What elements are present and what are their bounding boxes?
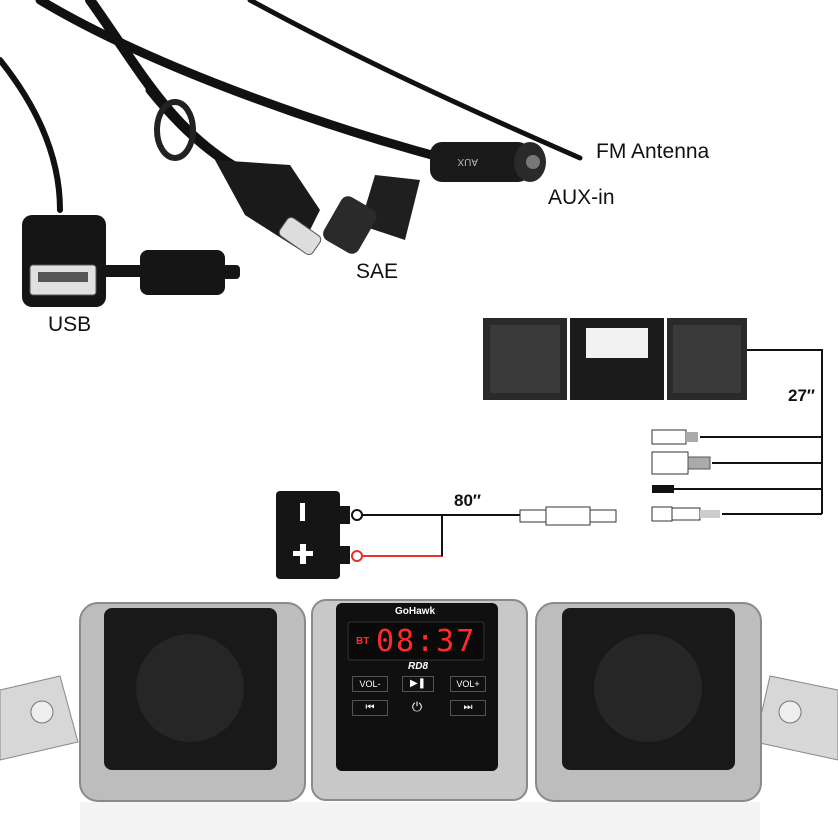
usb-cable (0, 57, 63, 213)
previous-track-button[interactable]: ⏮ (352, 700, 388, 716)
power-cable-length: 80″ (454, 491, 482, 510)
next-track-icon: ⏭ (463, 702, 473, 713)
clock-display: 08:37 (376, 624, 477, 659)
sae-label: SAE (356, 260, 399, 283)
aux-cable (35, 0, 455, 165)
sae-connector (215, 160, 420, 256)
usb-label: USB (48, 313, 92, 336)
svg-text:AUX: AUX (457, 156, 478, 167)
vol-up-button[interactable]: VOL+ (450, 676, 486, 692)
next-track-button[interactable]: ⏭ (450, 700, 486, 716)
cable-tie (154, 99, 196, 161)
fm-antenna-label: FM Antenna (596, 140, 710, 163)
aux-plug: AUX (430, 142, 546, 182)
vol-down-button[interactable]: VOL- (352, 676, 388, 692)
brand-logo: GoHawk (395, 606, 436, 617)
aux-in-label: AUX-in (548, 186, 615, 209)
usb-connector (22, 215, 240, 307)
model-label: RD8 (408, 661, 429, 672)
main-device (0, 599, 838, 840)
previous-track-icon: ⏮ (365, 702, 375, 713)
play-pause-icon: ▶❚ (409, 678, 427, 689)
speaker-cable-length: 27″ (788, 386, 816, 405)
play-pause-button[interactable]: ▶❚ (402, 676, 434, 692)
fm-antenna-cable (247, 0, 583, 161)
power-button[interactable]: ⏻ (404, 698, 430, 716)
power-icon: ⏻ (411, 699, 423, 714)
bt-indicator: BT (356, 636, 370, 647)
wiring-diagram (276, 318, 823, 579)
